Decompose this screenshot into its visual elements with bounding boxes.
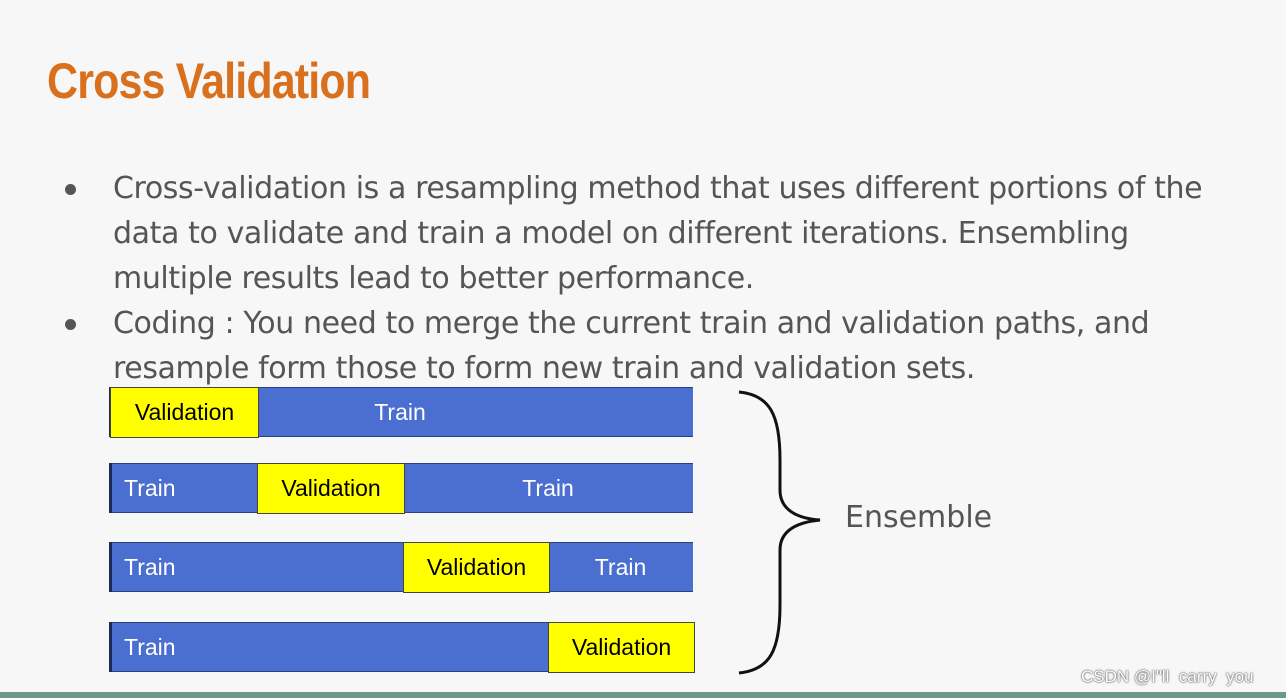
bullet-item: Cross-validation is a resampling method … (56, 166, 1256, 301)
validation-segment: Validation (257, 463, 405, 514)
bullet-item: Coding : You need to merge the current t… (56, 301, 1256, 391)
train-segment: Train (124, 553, 176, 580)
bullet-text: Coding : You need to merge the current t… (113, 306, 1150, 386)
train-segment: Train (124, 474, 176, 501)
fold-row-2: Train Validation Train (109, 463, 693, 514)
ensemble-label: Ensemble (845, 500, 993, 535)
fold-row-1: Validation Train (109, 387, 693, 438)
bullet-text: Cross-validation is a resampling method … (113, 171, 1203, 296)
bullet-dot-icon (65, 184, 76, 195)
bottom-bar (0, 692, 1286, 698)
train-segment: Train (374, 398, 426, 425)
slide-title: Cross Validation (47, 53, 371, 109)
watermark: CSDN @I"ll carry you (1081, 667, 1254, 686)
bullet-list: Cross-validation is a resampling method … (56, 166, 1256, 391)
fold-row-4: Train Validation (109, 622, 695, 673)
validation-segment: Validation (548, 622, 695, 673)
validation-segment: Validation (110, 387, 259, 438)
curly-brace-icon (738, 390, 821, 675)
train-segment: Train (124, 633, 176, 660)
train-segment: Train (594, 553, 647, 580)
validation-segment: Validation (403, 542, 550, 593)
train-segment: Train (522, 474, 574, 501)
bullet-dot-icon (65, 319, 76, 330)
fold-row-3: Train Validation Train (109, 542, 693, 593)
